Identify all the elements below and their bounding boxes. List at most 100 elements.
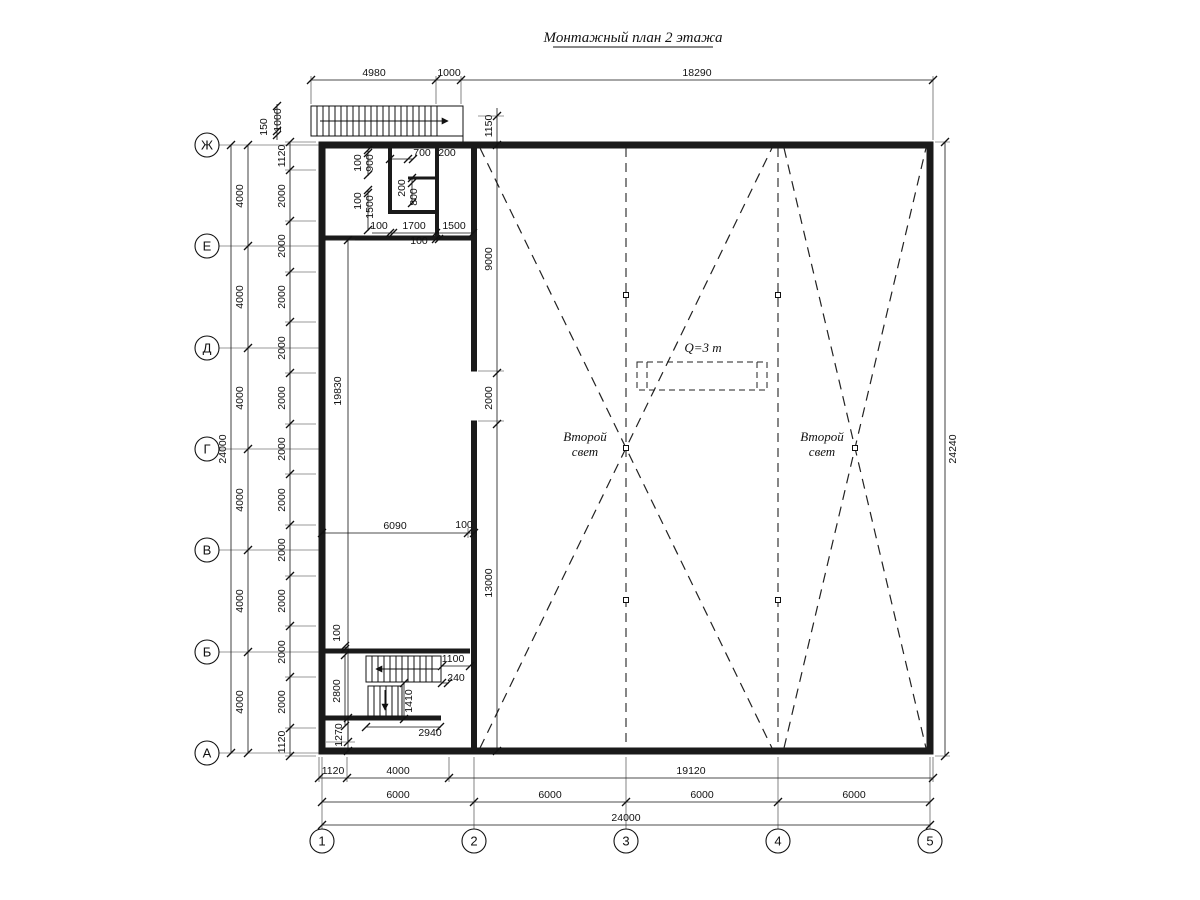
walls: [318, 141, 934, 755]
axis-row-label-Д: Д: [203, 341, 212, 356]
column-marker: [623, 597, 629, 603]
dim-label: 6000: [842, 789, 866, 801]
dim-label: 6000: [538, 789, 562, 801]
dim-label: 2940: [418, 727, 442, 739]
column-markers: [623, 292, 858, 603]
dim-label: 1410: [403, 689, 415, 713]
top-extension-lines: [310, 76, 934, 140]
dim-label: 1000: [272, 108, 284, 132]
axis-row-label-А: А: [203, 746, 212, 761]
axis-col-circle-4: [765, 828, 791, 854]
dim-label: 24000: [217, 434, 229, 463]
crane-inner-lines: [646, 362, 758, 390]
dim-label: 1120: [276, 731, 288, 754]
axis-col-circle-2: [461, 828, 487, 854]
axis-col-label-1: 1: [318, 834, 325, 849]
axis-col-circle-5: [917, 828, 943, 854]
wall-opening-jambs: [471, 370, 477, 422]
dim-label: 6000: [690, 789, 714, 801]
col-axis-lines: [321, 757, 931, 829]
axis-col-circle-1: [309, 828, 335, 854]
dim-label: 24240: [947, 434, 959, 463]
axis-row-label-Б: Б: [203, 645, 212, 660]
column-marker: [623, 445, 629, 451]
dim-label: 1100: [442, 653, 465, 665]
axis-col-label-4: 4: [774, 834, 781, 849]
staircases: [310, 105, 464, 717]
dim-label: 100: [410, 235, 428, 247]
dim-label: 1150: [483, 115, 495, 138]
axis-row-circle-Е: [194, 233, 220, 259]
dim-label: 700: [413, 147, 431, 159]
thin-structure: [462, 136, 477, 422]
dim-label: 6090: [383, 520, 407, 532]
dim-label: 2000: [276, 538, 288, 562]
dim-label: 2000: [483, 386, 495, 410]
dim-label: 13000: [483, 568, 495, 597]
dim-label: 100: [455, 519, 473, 531]
dim-label: 24000: [611, 812, 640, 824]
dim-label: 100: [352, 154, 364, 172]
dim-label: 100: [370, 220, 388, 232]
column-marker: [775, 292, 781, 298]
bottom-extension-lines: [318, 757, 934, 782]
dim-label: 9000: [483, 247, 495, 271]
bottom-staircase2-treads: [373, 686, 399, 716]
dim-label: 100: [352, 192, 364, 210]
bottom-staircase-outline: [365, 655, 442, 683]
axis-row-circle-Ж: [194, 132, 220, 158]
dim-label: 2000: [276, 437, 288, 461]
column-marker: [775, 597, 781, 603]
dim-label: 2000: [276, 184, 288, 208]
dim-label: 19120: [676, 765, 705, 777]
crane-outline: [636, 361, 768, 391]
dim-label: 2000: [276, 234, 288, 258]
axis-row-circle-Д: [194, 335, 220, 361]
dim-label: 2000: [276, 336, 288, 360]
axis-row-circle-Б: [194, 639, 220, 665]
column-marker: [852, 445, 858, 451]
column-marker: [623, 292, 629, 298]
dim-label: 1120: [276, 145, 288, 168]
girt-extension-lines: [285, 141, 316, 757]
dim-label: 2800: [331, 679, 343, 703]
dim-label: 6000: [386, 789, 410, 801]
axis-col-label-5: 5: [926, 834, 933, 849]
axis-row-circle-Г: [194, 436, 220, 462]
dim-label: 2000: [276, 589, 288, 613]
crane-rect: [636, 361, 768, 391]
right-extension-lines: [935, 141, 950, 757]
dim-label: 900: [364, 154, 376, 172]
dim-label: 100: [331, 624, 343, 642]
dim-label: 1000: [437, 67, 461, 79]
dim-label: 2000: [276, 386, 288, 410]
dim-label: 4000: [234, 488, 246, 512]
dim-label: 2000: [276, 488, 288, 512]
dim-label: 19830: [332, 376, 344, 405]
axis-row-circle-А: [194, 740, 220, 766]
dim-label: 4000: [234, 386, 246, 410]
dim-label: 1500: [364, 195, 376, 219]
axis-row-label-Ж: Ж: [201, 138, 213, 153]
dim-label: 200: [438, 147, 456, 159]
dim-label: 4980: [362, 67, 386, 79]
dim-lines-stairs-v: [344, 646, 405, 751]
dim-label: 1270: [333, 723, 345, 747]
axis-row-circle-В: [194, 537, 220, 563]
drawing-title: Монтажный план 2 этажа: [543, 30, 723, 46]
dashed-lines: [479, 147, 927, 749]
annotation-crane-capacity: Q=3 т: [684, 340, 721, 355]
dim-label: 1500: [442, 220, 466, 232]
dim-label: 4000: [234, 285, 246, 309]
axis-col-circle-3: [613, 828, 639, 854]
axis-row-label-Г: Г: [203, 442, 210, 457]
dim-label: 1700: [402, 220, 426, 232]
extension-lines: [219, 76, 950, 829]
exterior-wall: [318, 141, 934, 755]
axis-col-label-3: 3: [622, 834, 629, 849]
dim-label: 240: [447, 672, 465, 684]
